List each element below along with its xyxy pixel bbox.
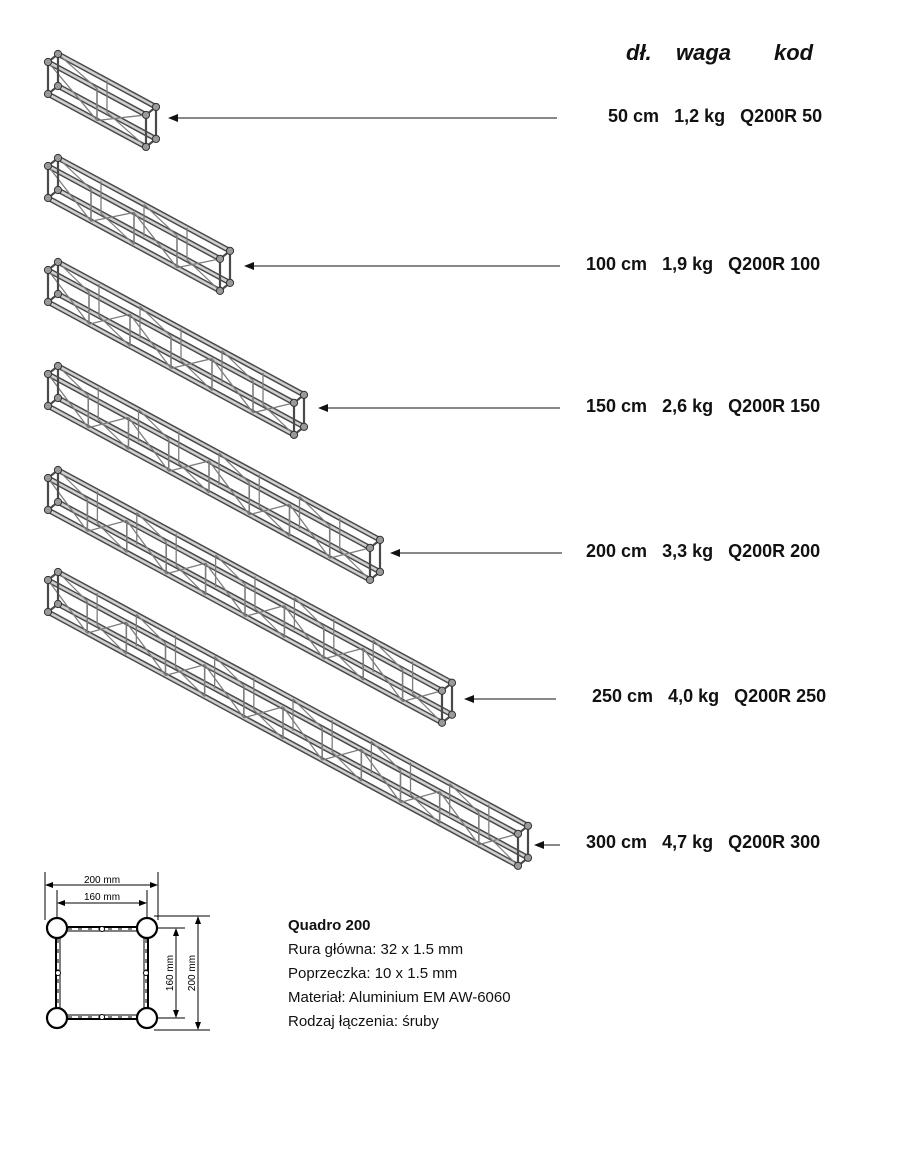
item-weight: 2,6 kg <box>662 396 714 416</box>
pointer-arrow-head <box>464 695 474 703</box>
spec-connection: Rodzaj łączenia: śruby <box>288 1013 439 1030</box>
header-length: dł. <box>626 40 652 65</box>
outer-width-label: 200 mm <box>84 875 120 886</box>
item-row-300: 300 cm 4,7 kg Q200R 300 <box>586 832 820 853</box>
item-row-150: 150 cm 2,6 kg Q200R 150 <box>586 396 820 417</box>
item-length: 150 cm <box>586 396 648 416</box>
header-code: kod <box>774 40 814 65</box>
pointer-arrow-head <box>244 262 254 270</box>
pointer-arrow-head <box>534 841 544 849</box>
item-weight: 4,7 kg <box>662 832 714 852</box>
item-row-100: 100 cm 1,9 kg Q200R 100 <box>586 254 820 275</box>
item-length: 250 cm <box>592 686 654 706</box>
item-code: Q200R 50 <box>740 106 823 126</box>
item-code: Q200R 300 <box>728 832 821 852</box>
item-row-250: 250 cm 4,0 kg Q200R 250 <box>592 686 826 707</box>
pointer-arrow-head <box>168 114 178 122</box>
item-length: 300 cm <box>586 832 648 852</box>
cross-section-diagram: 200 mm 160 mm 160 mm 200 mm <box>44 872 210 1031</box>
spec-material: Materiał: Aluminium EM AW-6060 <box>288 989 511 1006</box>
inner-width-label: 160 mm <box>84 892 120 903</box>
item-code: Q200R 250 <box>734 686 827 706</box>
pointer-arrow-head <box>390 549 400 557</box>
item-weight: 1,9 kg <box>662 254 714 274</box>
item-code: Q200R 200 <box>728 541 821 561</box>
item-weight: 1,2 kg <box>674 106 726 126</box>
truss-1 <box>43 153 235 295</box>
item-code: Q200R 150 <box>728 396 821 416</box>
truss-4 <box>43 465 457 727</box>
pointer-arrow-head <box>318 404 328 412</box>
outer-height-label: 200 mm <box>187 955 198 991</box>
item-length: 200 cm <box>586 541 648 561</box>
item-code: Q200R 100 <box>728 254 821 274</box>
truss-2 <box>43 257 309 439</box>
spec-title: Quadro 200 <box>288 917 371 934</box>
item-row-200: 200 cm 3,3 kg Q200R 200 <box>586 541 820 562</box>
spec-crossbar: Poprzeczka: 10 x 1.5 mm <box>288 965 458 982</box>
spec-block: Quadro 200 Rura główna: 32 x 1.5 mm Popr… <box>288 914 511 1034</box>
truss-5 <box>43 567 533 870</box>
item-length: 50 cm <box>608 106 660 126</box>
item-weight: 4,0 kg <box>668 686 720 706</box>
inner-height-label: 160 mm <box>165 955 176 991</box>
spec-main-tube: Rura główna: 32 x 1.5 mm <box>288 941 464 958</box>
header-weight: waga <box>676 40 732 65</box>
truss-3 <box>43 361 385 584</box>
item-row-50: 50 cm 1,2 kg Q200R 50 <box>608 106 822 127</box>
item-weight: 3,3 kg <box>662 541 714 561</box>
item-length: 100 cm <box>586 254 648 274</box>
truss-0 <box>43 49 161 152</box>
